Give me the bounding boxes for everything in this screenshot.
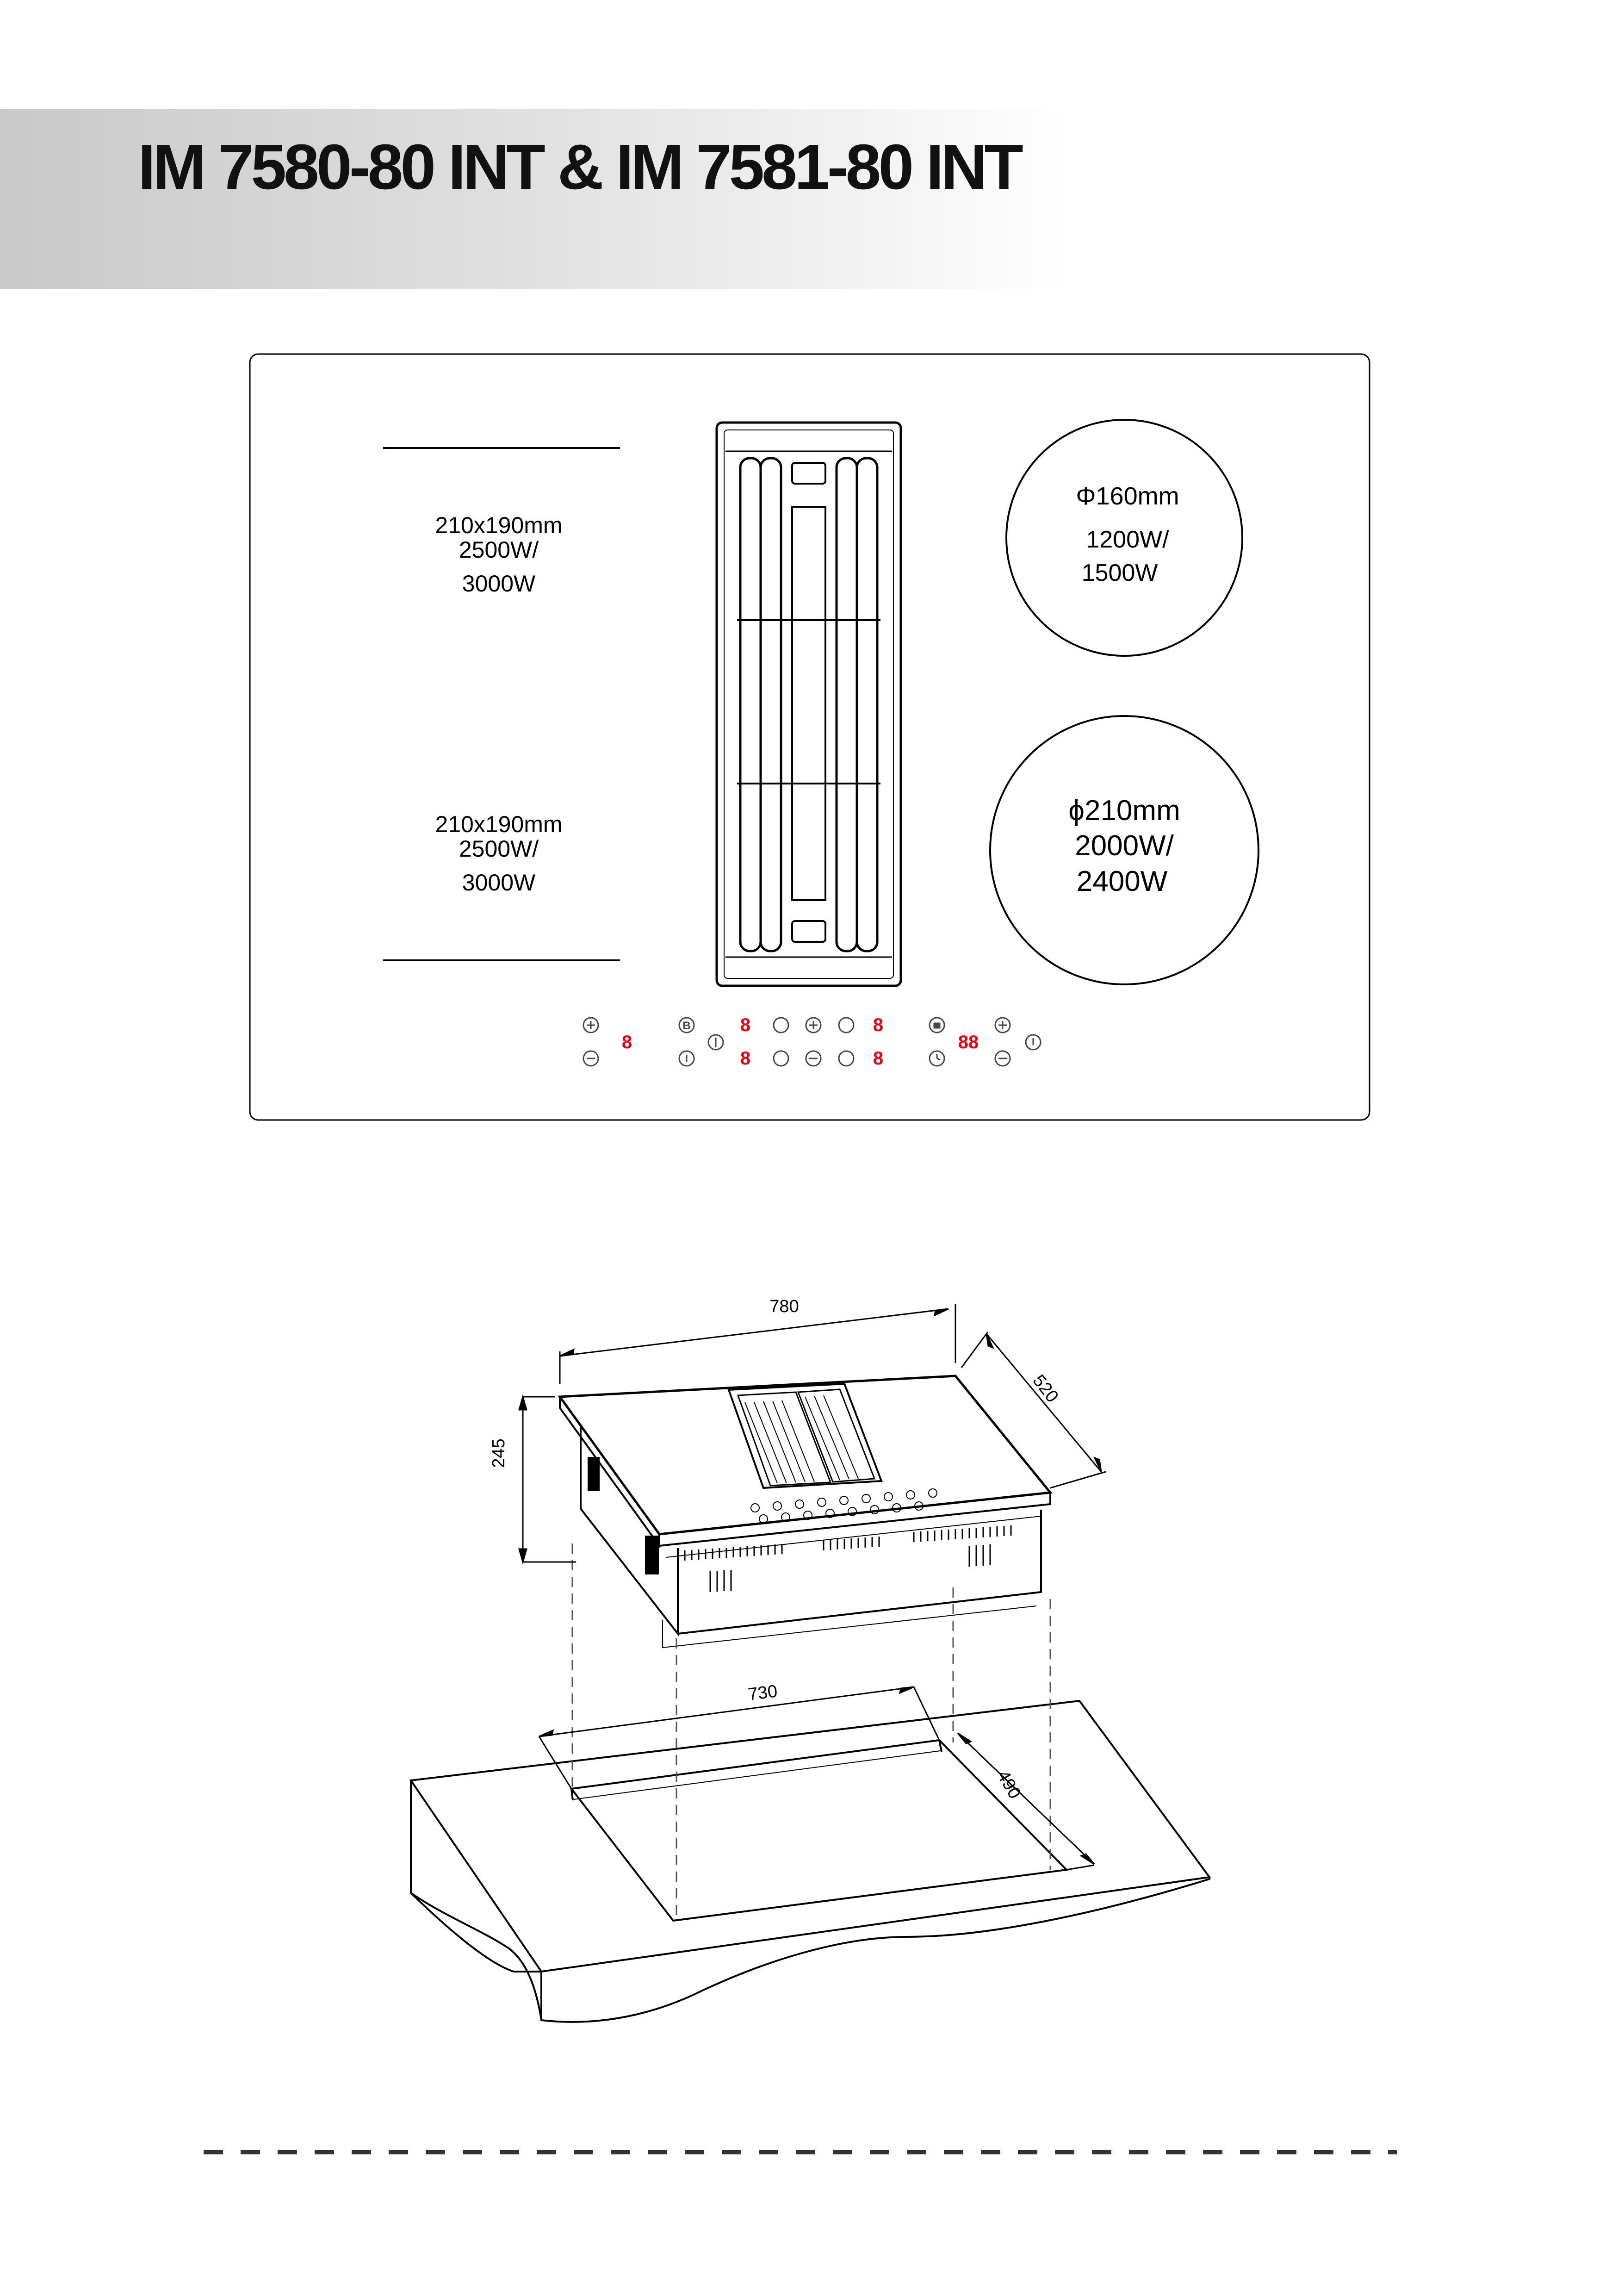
boost-icon-label: B [682,1020,690,1032]
zone-display-right-top: 8 [873,1015,883,1035]
fan-icon[interactable] [707,1034,724,1051]
control-dots [750,1488,937,1524]
dim-hob-depth: 520 [1029,1371,1062,1406]
installation-view: 780 520 245 730 490 [409,1297,1211,2023]
zone-display-mid-top: 8 [740,1015,750,1035]
projection-lines [571,1543,1051,1921]
plus-icon[interactable] [994,1017,1011,1033]
zone-lower-right-circle [989,715,1259,985]
minus-icon[interactable] [805,1050,822,1067]
zone-upper-right-power-2: 1500W [1082,560,1158,586]
boost-icon[interactable] [678,1017,695,1033]
power-level-down-icon[interactable] [773,1050,789,1067]
header-band [0,109,1069,289]
icon-glyphs [587,1021,1034,1062]
power-level-up-icon[interactable] [773,1017,789,1033]
power-icon[interactable] [1025,1034,1041,1051]
lock-icon[interactable] [929,1017,945,1033]
timer-icon[interactable] [929,1050,945,1067]
power-level-up-icon[interactable] [838,1017,855,1033]
hob-3d [558,1375,1053,1649]
plus-icon[interactable] [805,1017,822,1033]
zone-lower-left-power-1: 2500W/ [459,836,539,862]
side-louvres [684,1525,1012,1592]
minus-icon[interactable] [994,1050,1011,1067]
zone-upper-right-circle [1005,419,1243,657]
zone-upper-left-power-2: 3000W [462,571,536,597]
page-title: IM 7580-80 INT & IM 7581-80 INT [138,131,1023,203]
extraction-vent [715,421,902,987]
dim-hob-width: 780 [769,1297,799,1316]
zone-lower-left-size: 210x190mm [435,811,562,837]
zone-upper-right-power-1: 1200W/ [1086,526,1169,553]
zone-lower-right-power-2: 2400W [1077,865,1168,897]
minus-icon[interactable] [583,1050,599,1067]
worktop [409,1699,1211,2023]
zone-display-right-bottom: 8 [873,1048,883,1069]
plus-icon[interactable] [583,1017,599,1033]
dim-cutout-width: 730 [747,1681,779,1704]
zone-lower-left-power-2: 3000W [462,870,536,896]
zone-lower-right-diameter: ϕ210mm [1068,795,1180,827]
dimension-lines [518,1304,1106,1871]
zone-lower-right-power-1: 2000W/ [1075,830,1174,862]
zone-display-left: 8 [622,1032,632,1052]
zone-display-mid-bottom: 8 [740,1048,750,1069]
zone-upper-right-diameter: Φ160mm [1076,482,1179,510]
zone-upper-left-size: 210x190mm [435,512,562,538]
control-panel: B 8 8 8 8 8 88 [583,1015,1041,1069]
timer-display: 88 [958,1032,979,1052]
hob-outline [249,353,1370,1121]
dim-hob-height: 245 [489,1438,508,1468]
zone-upper-left-power-1: 2500W/ [459,537,539,563]
hob-top-view: 210x190mm 2500W/ 3000W 210x190mm 2500W/ … [249,353,1370,1121]
power-level-down-icon[interactable] [838,1050,855,1067]
bridge-icon[interactable] [678,1050,695,1067]
